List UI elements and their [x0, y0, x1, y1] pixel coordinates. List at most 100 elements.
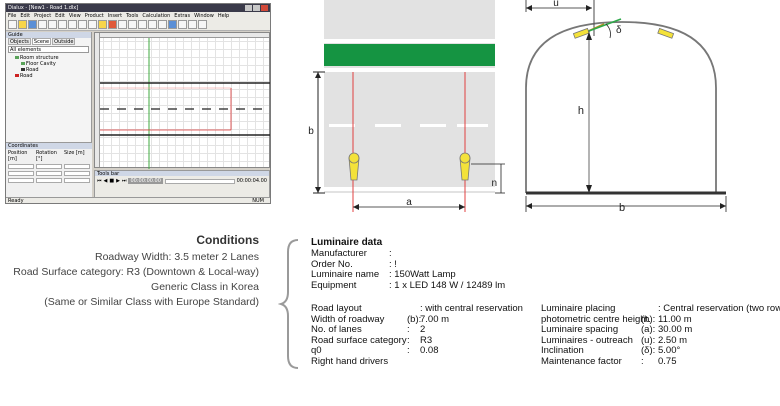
- close-icon[interactable]: [261, 5, 268, 11]
- coordinates-title: Coordinates: [6, 143, 92, 149]
- zoom-icon[interactable]: [148, 20, 157, 29]
- dim-b-label: b: [308, 126, 314, 137]
- param-row: Right hand drivers Maintenance factor:0.…: [311, 355, 677, 367]
- window-title: Dialux - [New1 - Road 1.dlx]: [8, 5, 79, 11]
- tunnel-section-diagram: h u δ b: [525, 0, 727, 214]
- param-row: Road layout: with central reservation Lu…: [311, 303, 780, 314]
- menu-item[interactable]: Help: [217, 12, 230, 19]
- side-view-icon[interactable]: [188, 20, 197, 29]
- element-filter-select[interactable]: All elements: [8, 46, 89, 53]
- luminaire-row: Manufacturer:: [311, 248, 392, 259]
- status-text: Ready: [8, 198, 24, 204]
- tree-item[interactable]: Room structure: [9, 55, 88, 61]
- tree-item[interactable]: Road: [9, 73, 88, 79]
- menu-item[interactable]: Insert: [107, 12, 123, 19]
- floor-icon: [21, 62, 25, 65]
- menu-item[interactable]: Extras: [174, 12, 191, 19]
- ruler-top: [95, 33, 269, 38]
- timeline-slider[interactable]: [164, 178, 235, 184]
- save-icon[interactable]: [28, 20, 37, 29]
- front-view-icon[interactable]: [198, 20, 207, 29]
- anim-title: Tools bar: [95, 171, 269, 177]
- menu-item[interactable]: View: [68, 12, 81, 19]
- road-edge-line: [324, 187, 495, 191]
- luminaire-row: Order No.: !: [311, 258, 397, 270]
- luminaire-icon: [15, 74, 19, 77]
- tree-item[interactable]: Road: [9, 67, 88, 73]
- menu-item[interactable]: Edit: [55, 12, 65, 19]
- scene-tree: Room structure Floor Cavity Road Road: [9, 55, 88, 79]
- luminaire-row: Equipment: 1 x LED 148 W / 12489 lm: [311, 279, 506, 291]
- luminaire-left: [348, 152, 360, 181]
- tunnel-outline: [525, 21, 717, 193]
- luminaire-title: Luminaire data: [311, 237, 383, 248]
- copy-icon[interactable]: [78, 20, 87, 29]
- move-icon[interactable]: [128, 20, 137, 29]
- param-row: No. of lanes:2 Luminaire spacing(a):30.0…: [311, 324, 693, 335]
- conditions-line: Generic Class in Korea: [151, 281, 259, 293]
- room-icon: [15, 56, 19, 59]
- redo-icon[interactable]: [58, 20, 67, 29]
- coordinates-row-z: [6, 177, 92, 184]
- median-edge-top: [324, 39, 495, 43]
- first-frame-icon[interactable]: ⏮: [97, 178, 102, 184]
- viewport-drawing: [100, 38, 270, 169]
- play-icon[interactable]: ▶: [116, 178, 120, 184]
- luminaire-icon[interactable]: [98, 20, 107, 29]
- calc-icon[interactable]: [108, 20, 117, 29]
- menu-item[interactable]: Window: [194, 12, 214, 19]
- window-titlebar: Dialux - [New1 - Road 1.dlx]: [6, 4, 270, 12]
- menu-item[interactable]: Project: [34, 12, 52, 19]
- status-num: NUM: [252, 198, 264, 204]
- luminaire-row: Luminaire name: 150Watt Lamp: [311, 269, 456, 280]
- menu-item[interactable]: Edit: [20, 12, 31, 19]
- animation-panel: Tools bar ⏮ ◀ ■ ▶ ⏭ 00:00:00.00 00:00:04…: [94, 170, 270, 198]
- open-icon[interactable]: [18, 20, 27, 29]
- rotate-icon[interactable]: [138, 20, 147, 29]
- tab-scene[interactable]: Scene: [31, 38, 52, 45]
- pane-title: Guide: [6, 32, 91, 38]
- conditions-line: (Same or Similar Class with Europe Stand…: [44, 296, 259, 308]
- anim-end-time: 00:00:04.00: [236, 178, 267, 184]
- menu-item[interactable]: Calculation: [142, 12, 171, 19]
- menu-item[interactable]: Tools: [126, 12, 139, 19]
- tree-item[interactable]: Floor Cavity: [9, 61, 88, 67]
- top-view-icon[interactable]: [178, 20, 187, 29]
- param-row: q0:0.08 Inclination(δ):5.00°: [311, 345, 681, 356]
- param-row: Width of roadway(b):7.00 m photometric c…: [311, 313, 692, 325]
- new-icon[interactable]: [8, 20, 17, 29]
- dim-a-label: a: [406, 197, 412, 208]
- coordinates-row-y: [6, 170, 92, 177]
- cad-viewport[interactable]: [94, 32, 270, 169]
- coordinates-panel: Coordinates Position [m] Rotation [°] Si…: [6, 142, 92, 198]
- pan-icon[interactable]: [158, 20, 167, 29]
- project-manager-pane: Guide Objects Scene Outside All elements…: [6, 32, 92, 198]
- prev-icon[interactable]: ◀: [103, 178, 108, 184]
- maximize-icon[interactable]: [253, 5, 260, 11]
- undo-icon[interactable]: [48, 20, 57, 29]
- cut-icon[interactable]: [68, 20, 77, 29]
- grid-icon[interactable]: [118, 20, 127, 29]
- print-icon[interactable]: [38, 20, 47, 29]
- window-controls: [245, 5, 268, 11]
- menu-item[interactable]: Product: [84, 12, 104, 19]
- stop-icon[interactable]: ■: [109, 178, 115, 184]
- tab-outside[interactable]: Outside: [52, 38, 76, 45]
- dim-h-label: h: [578, 105, 584, 117]
- paste-icon[interactable]: [88, 20, 97, 29]
- dim-b-label: b: [619, 202, 625, 214]
- road-icon: [21, 68, 25, 71]
- statusbar: Ready NUM: [6, 197, 270, 203]
- dim-n-label: n: [491, 178, 497, 189]
- conditions-block: Conditions Roadway Width: 3.5 meter 2 La…: [0, 233, 259, 310]
- view3d-icon[interactable]: [168, 20, 177, 29]
- anim-time: 00:00:00.00: [128, 178, 163, 184]
- tab-objects[interactable]: Objects: [8, 38, 31, 45]
- menu-item[interactable]: File: [8, 12, 17, 19]
- next-icon[interactable]: ⏭: [121, 178, 127, 184]
- conditions-line: Roadway Width: 3.5 meter 2 Lanes: [94, 251, 259, 263]
- lane-dashes: [329, 124, 488, 127]
- minimize-icon[interactable]: [245, 5, 252, 11]
- luminaire-left-section: [572, 27, 590, 39]
- road-parameters: Road layout: with central reservation Lu…: [311, 303, 780, 367]
